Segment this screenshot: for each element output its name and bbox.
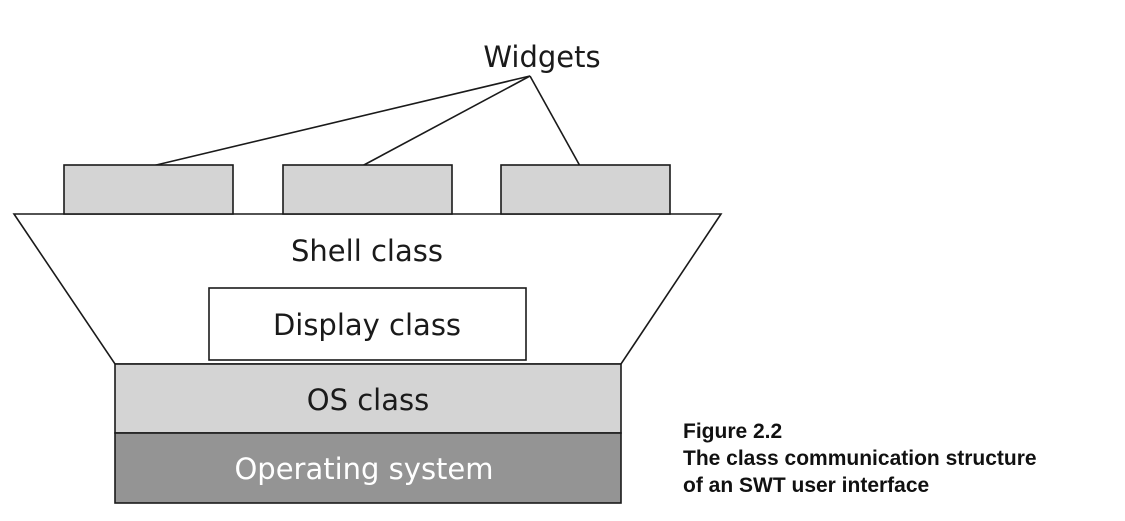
operating-system-box (114, 432, 622, 504)
connector-line-widget-1 (151, 75, 531, 167)
widget-box-2 (282, 164, 453, 215)
widgets-label: Widgets (483, 40, 600, 74)
widget-box-3 (500, 164, 671, 215)
shell-class-label: Shell class (291, 234, 443, 268)
os-class-label: OS class (307, 383, 429, 417)
connector-line-widget-3 (529, 75, 581, 167)
connector-line-widget-2 (361, 75, 531, 167)
caption-line-2: of an SWT user interface (683, 474, 930, 497)
widget-connector-lines (151, 75, 581, 167)
widget-box-1 (63, 164, 234, 215)
caption-line-1: The class communication structure (683, 447, 1037, 470)
figure-caption: Figure 2.2 The class communication struc… (683, 418, 1037, 499)
display-class-label: Display class (273, 308, 461, 342)
operating-system-label: Operating system (234, 452, 493, 486)
display-class-box (208, 287, 527, 361)
figure-number: Figure 2.2 (683, 420, 783, 443)
